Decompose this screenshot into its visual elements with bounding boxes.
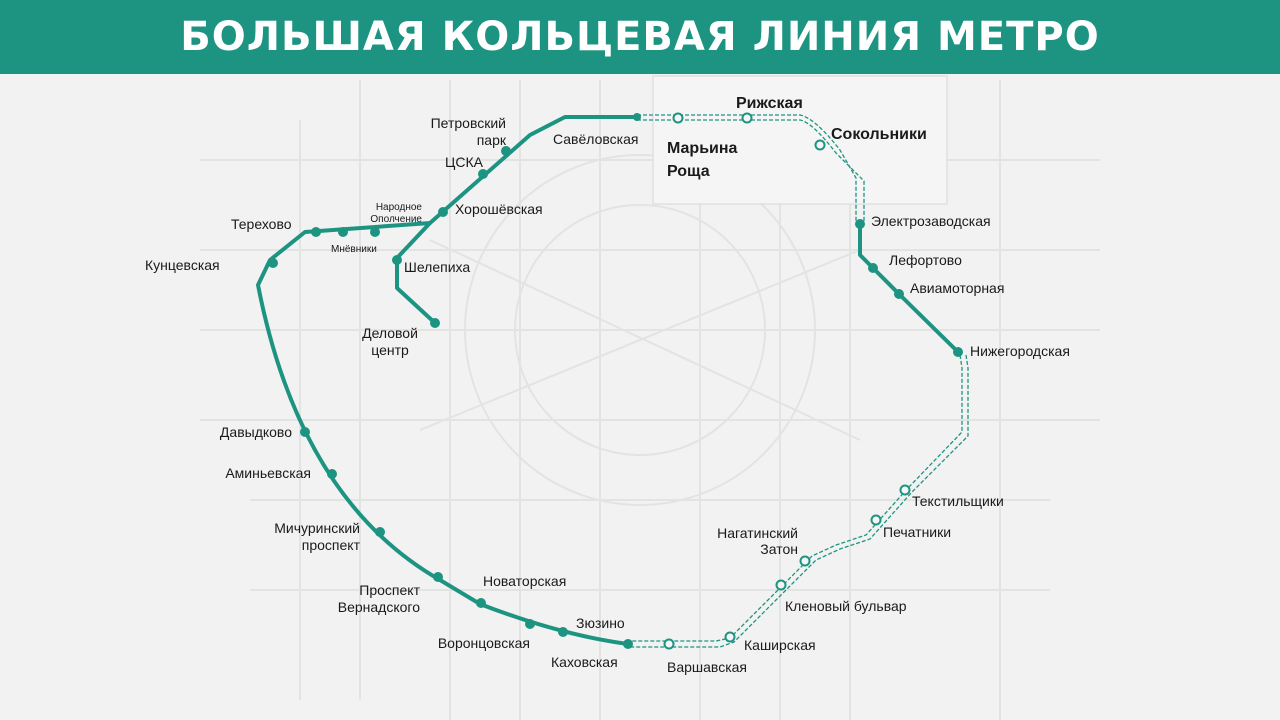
station-dot	[268, 258, 278, 268]
label-kuntsevskaya: Кунцевская	[145, 257, 220, 273]
label-rizhskaya: Рижская	[736, 95, 803, 112]
label-vernadskogo: Вернадского	[338, 599, 420, 615]
station-dot	[327, 469, 337, 479]
label-elektrozavodskaya: Электрозаводская	[871, 213, 991, 229]
station-ring	[775, 579, 787, 591]
station-ring	[870, 514, 882, 526]
station-dot	[868, 263, 878, 273]
station-ring	[799, 555, 811, 567]
background-map	[200, 80, 1100, 720]
label-aviamotornaya: Авиамоторная	[910, 280, 1004, 296]
label-vorontsovskaya: Воронцовская	[438, 635, 530, 651]
label-petrovsky-park: парк	[477, 132, 507, 148]
station-dot	[558, 627, 568, 637]
label-cska: ЦСКА	[445, 154, 484, 170]
station-dot	[300, 427, 310, 437]
label-varshavskaya: Варшавская	[667, 659, 747, 675]
station-dot	[438, 207, 448, 217]
station-dot	[633, 113, 641, 121]
label-nizhegorodskaya: Нижегородская	[970, 343, 1070, 359]
station-ring	[672, 112, 684, 124]
label-kakhovskaya: Каховская	[551, 654, 618, 670]
label-nagatinsky: Нагатинский	[717, 525, 798, 541]
label-kashirskaya: Каширская	[744, 637, 816, 653]
metro-map: Савёловская Петровский парк ЦСКА Хорошёв…	[145, 75, 1100, 720]
label-klenovy: Кленовый бульвар	[785, 598, 907, 614]
highlight-box	[652, 75, 948, 205]
station-labels: Савёловская Петровский парк ЦСКА Хорошёв…	[145, 95, 1070, 675]
label-petrovsky-park: Петровский	[431, 115, 506, 131]
page-title: БОЛЬШАЯ КОЛЬЦЕВАЯ ЛИНИЯ МЕТРО	[180, 14, 1100, 60]
station-ring	[899, 484, 911, 496]
station-dot	[894, 289, 904, 299]
station-ring	[814, 139, 826, 151]
station-dot	[855, 219, 865, 229]
label-delovoy: Деловой	[362, 325, 418, 341]
station-dot	[392, 255, 402, 265]
station-ring	[663, 638, 675, 650]
label-savelovskaya: Савёловская	[553, 131, 638, 147]
label-davydkovo: Давыдково	[220, 424, 292, 440]
station-dot	[430, 318, 440, 328]
station-dot	[370, 227, 380, 237]
station-dot	[953, 347, 963, 357]
stations-closed	[663, 112, 911, 650]
label-narodnoe: Народное	[376, 202, 423, 213]
station-dot	[433, 572, 443, 582]
label-zyuzino: Зюзино	[576, 615, 625, 631]
label-shelepikha: Шелепиха	[404, 259, 470, 275]
label-nagatinsky: Затон	[760, 541, 798, 557]
label-sokolniki: Сокольники	[831, 126, 927, 143]
header-banner: БОЛЬШАЯ КОЛЬЦЕВАЯ ЛИНИЯ МЕТРО	[0, 0, 1280, 74]
label-delovoy: центр	[371, 342, 409, 358]
station-dot	[525, 619, 535, 629]
station-dot	[623, 639, 633, 649]
label-terekhovo: Терехово	[231, 216, 292, 232]
label-maryina-roshcha: Марьина	[667, 140, 738, 157]
label-aminyevskaya: Аминьевская	[225, 465, 311, 481]
label-pechatniki: Печатники	[883, 524, 951, 540]
station-dot	[338, 227, 348, 237]
stations-open	[268, 113, 963, 649]
label-novatorskaya: Новаторская	[483, 573, 566, 589]
station-dot	[311, 227, 321, 237]
label-tekstilshchiki: Текстильщики	[912, 493, 1004, 509]
label-vernadskogo: Проспект	[359, 582, 420, 598]
label-lefortovo: Лефортово	[889, 252, 962, 268]
label-khoroshevskaya: Хорошёвская	[455, 201, 543, 217]
label-michurinsky: проспект	[302, 537, 361, 553]
station-dot	[375, 527, 385, 537]
label-mnevniki: Мнёвники	[331, 244, 377, 255]
station-dot	[476, 598, 486, 608]
label-maryina-roshcha: Роща	[667, 163, 710, 180]
label-michurinsky: Мичуринский	[274, 520, 360, 536]
station-ring	[724, 631, 736, 643]
label-narodnoe: Ополчение	[370, 214, 422, 225]
station-ring	[741, 112, 753, 124]
station-dot	[501, 146, 511, 156]
station-dot	[478, 169, 488, 179]
